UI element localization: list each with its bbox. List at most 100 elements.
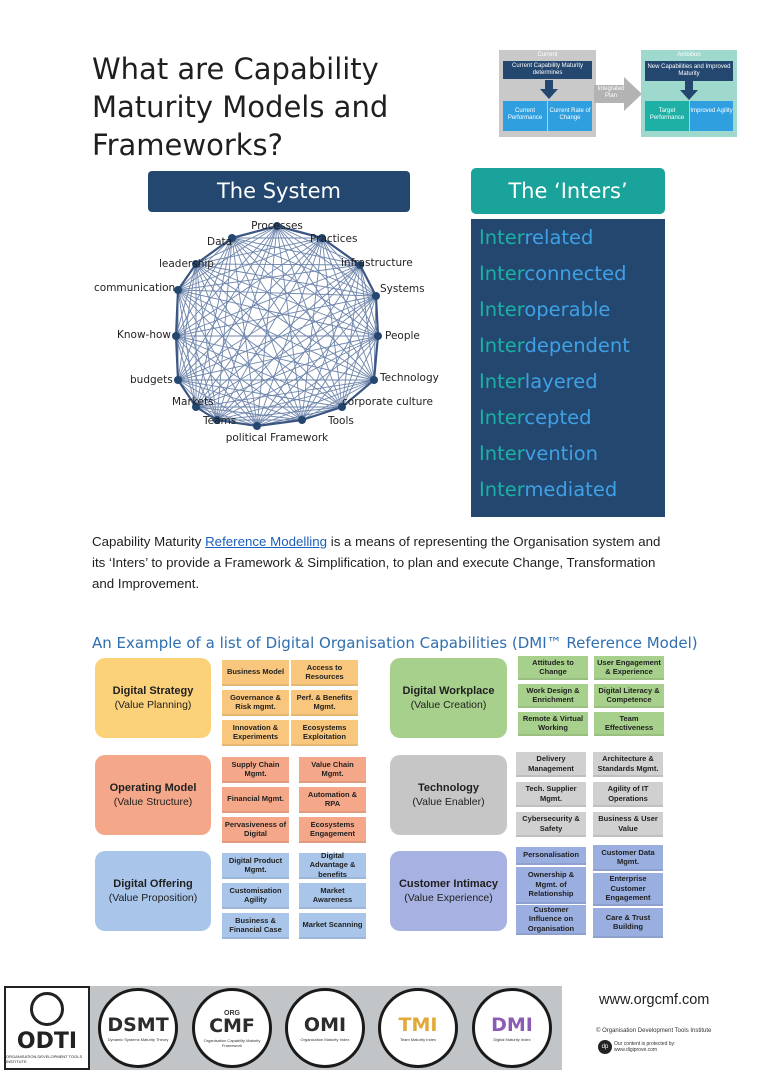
network-link [177, 289, 218, 421]
logo-subtitle: ORGANISATION DEVELOPMENT TOOLS INSTITUTE [6, 1054, 83, 1064]
network-link [359, 264, 375, 381]
network-node [213, 416, 221, 424]
network-label: Teams [202, 415, 236, 427]
network-node [356, 261, 364, 269]
network-label: Technology [379, 372, 439, 384]
network-node [192, 403, 200, 411]
network-link [177, 289, 379, 337]
network-ring-link [216, 418, 258, 428]
domain-name: Digital Strategy [112, 685, 194, 697]
capability-item: Ownership & Mgmt. of Relationship [516, 867, 586, 904]
network-link [231, 237, 379, 337]
network-ring-link [177, 379, 197, 408]
network-ring-link [195, 406, 218, 421]
inter-suffix: mediated [524, 478, 618, 501]
domain-box: Operating Model(Value Structure) [95, 755, 211, 835]
network-link [195, 263, 375, 381]
network-label: Practices [310, 233, 357, 245]
logo-subtitle: Organization Maturity Index [300, 1036, 350, 1042]
network-link [321, 237, 377, 297]
network-link [216, 379, 375, 421]
logo-name: CMF [209, 1014, 255, 1037]
network-links [174, 224, 380, 428]
capability-item: Digital Product Mgmt. [222, 853, 289, 879]
capability-item: User Engagement & Experience [594, 656, 664, 680]
logo-subtitle: Digital Maturity Index [493, 1036, 531, 1042]
network-link [301, 335, 379, 421]
inter-prefix: Inter [479, 262, 525, 285]
network-node [338, 403, 346, 411]
network-link [175, 335, 258, 427]
network-ring-link [359, 264, 377, 297]
network-link [177, 289, 258, 427]
network-node [174, 286, 182, 294]
capability-item: Customisation Agility [222, 883, 289, 909]
inter-suffix: cepted [524, 406, 592, 429]
network-label: leadership [159, 258, 214, 270]
page-title: What are Capability Maturity Models and … [92, 52, 389, 162]
network-link [177, 289, 343, 408]
network-link [177, 289, 197, 408]
capability-item: Supply Chain Mgmt. [222, 757, 289, 783]
network-link [195, 406, 258, 427]
capability-item: Access to Resources [291, 660, 358, 686]
inter-suffix: layered [524, 370, 598, 393]
protected-label: Our content is protected by: [614, 1041, 676, 1047]
domain-subtitle: (Value Creation) [410, 699, 487, 711]
domain-name: Digital Offering [113, 878, 193, 890]
inter-prefix: Inter [479, 478, 525, 501]
inter-word: Intervention [479, 442, 598, 466]
inters-header: The ‘Inters’ [471, 168, 665, 214]
domain-name: Customer Intimacy [398, 878, 499, 890]
network-node [298, 416, 306, 424]
capability-item: Customer Data Mgmt. [593, 845, 663, 871]
reference-modelling-link[interactable]: Reference Modelling [205, 534, 328, 549]
network-node [174, 376, 182, 384]
current-rate-box: Current Rate of Change [548, 101, 592, 131]
capability-item: Care & Trust Building [593, 908, 663, 938]
network-ring-link [174, 335, 180, 381]
logo-name: ODTI [16, 1029, 78, 1054]
network-ring-link [301, 405, 343, 422]
capability-item: Perf. & Benefits Mgmt. [291, 690, 358, 716]
network-ring-link [195, 237, 233, 265]
network-link [177, 295, 377, 381]
domain-name: Digital Workplace [402, 685, 495, 697]
network-link [195, 237, 323, 265]
capability-item: Market Awareness [299, 883, 366, 909]
intro-text-before: Capability Maturity [92, 534, 206, 549]
domain-name: Operating Model [109, 782, 197, 794]
domain-name: Technology [418, 782, 479, 794]
capability-item: Digital Advantage & benefits [299, 851, 366, 879]
network-node [228, 234, 236, 242]
network-link [216, 335, 379, 421]
network-link [216, 264, 361, 421]
website-link[interactable]: www.orgcmf.com [599, 992, 710, 1008]
domain-box: Customer Intimacy(Value Experience) [390, 851, 507, 931]
network-link [177, 237, 233, 381]
capability-item: Personalisation [516, 847, 586, 865]
capability-item: Governance & Risk mgmt. [222, 690, 289, 716]
domain-box: Digital Offering(Value Proposition) [95, 851, 211, 931]
network-link [175, 335, 197, 408]
intro-paragraph: Capability Maturity Reference Modelling … [92, 531, 672, 594]
network-label: People [385, 330, 420, 342]
network-link [341, 295, 377, 408]
copyright-text: © Organisation Development Tools Institu… [596, 1028, 712, 1034]
protected-site: www.digiprove.com [614, 1047, 658, 1053]
network-node [370, 376, 378, 384]
current-label: Current [537, 52, 558, 58]
network-label: Processes [251, 220, 303, 232]
inter-word: Interdependent [479, 334, 630, 358]
network-link [231, 237, 303, 421]
network-label: Systems [380, 283, 425, 295]
network-link [195, 237, 233, 408]
network-link [195, 263, 303, 421]
logo-name: OMI [303, 1013, 347, 1036]
